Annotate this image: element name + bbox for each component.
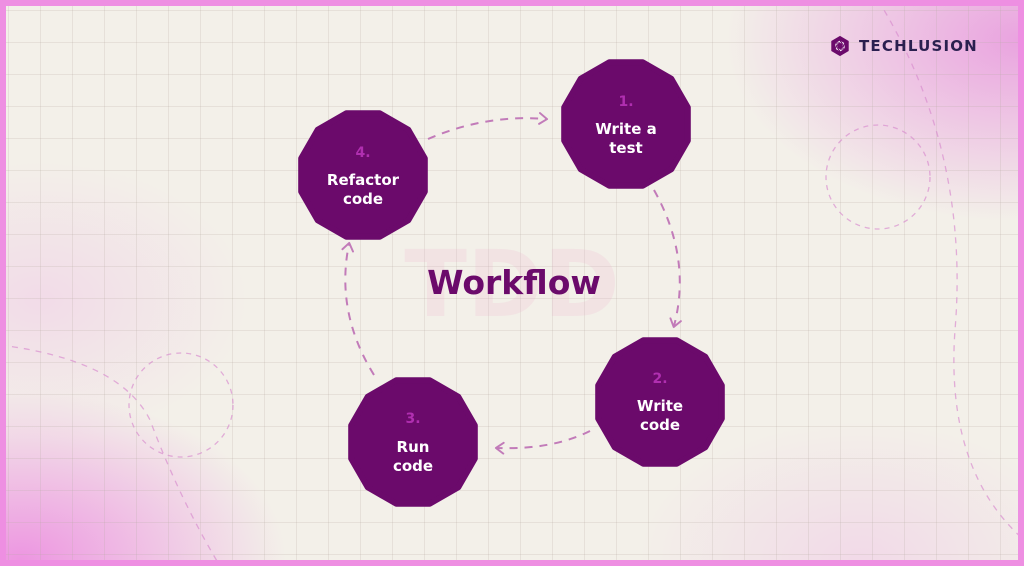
deco-circle-left [128,352,234,458]
arrow-4-to-1 [427,112,549,140]
deco-circle-right [825,124,931,230]
arrow-1-to-2 [653,189,682,329]
step-node-2[interactable]: 2. Write code [595,337,725,467]
step-4-number: 4. [355,145,370,161]
brand-logo[interactable]: TECHLUSION [829,35,978,57]
step-node-1[interactable]: 1. Write a test [561,59,691,189]
brand-name: TECHLUSION [859,37,978,55]
step-1-number: 1. [618,94,633,110]
step-3-shape [348,377,478,507]
arrow-3-to-4 [341,241,375,376]
step-1-label-line1: Write a [595,120,657,138]
step-2-label-line1: Write [637,397,683,415]
step-1-shape [561,59,691,189]
step-node-4[interactable]: 4. Refactor code [298,110,428,240]
step-3-label-line1: Run [397,438,430,456]
step-2-shape [595,337,725,467]
step-1-label-line2: test [609,139,642,157]
deco-curve-right [877,0,1024,541]
diagram-title: Workflow [427,263,601,302]
step-node-3[interactable]: 3. Run code [348,377,478,507]
arrow-2-to-3 [494,430,591,455]
watermark-text: TDD [404,231,620,338]
step-4-label-line2: code [343,190,383,208]
aperture-hexagon-icon [831,35,849,57]
step-2-number: 2. [652,371,667,387]
deco-curve-left [0,344,221,566]
step-4-label-line1: Refactor [327,171,400,189]
step-3-label-line2: code [393,457,433,475]
step-4-shape [298,110,428,240]
step-3-number: 3. [405,411,420,427]
step-2-label-line2: code [640,416,680,434]
